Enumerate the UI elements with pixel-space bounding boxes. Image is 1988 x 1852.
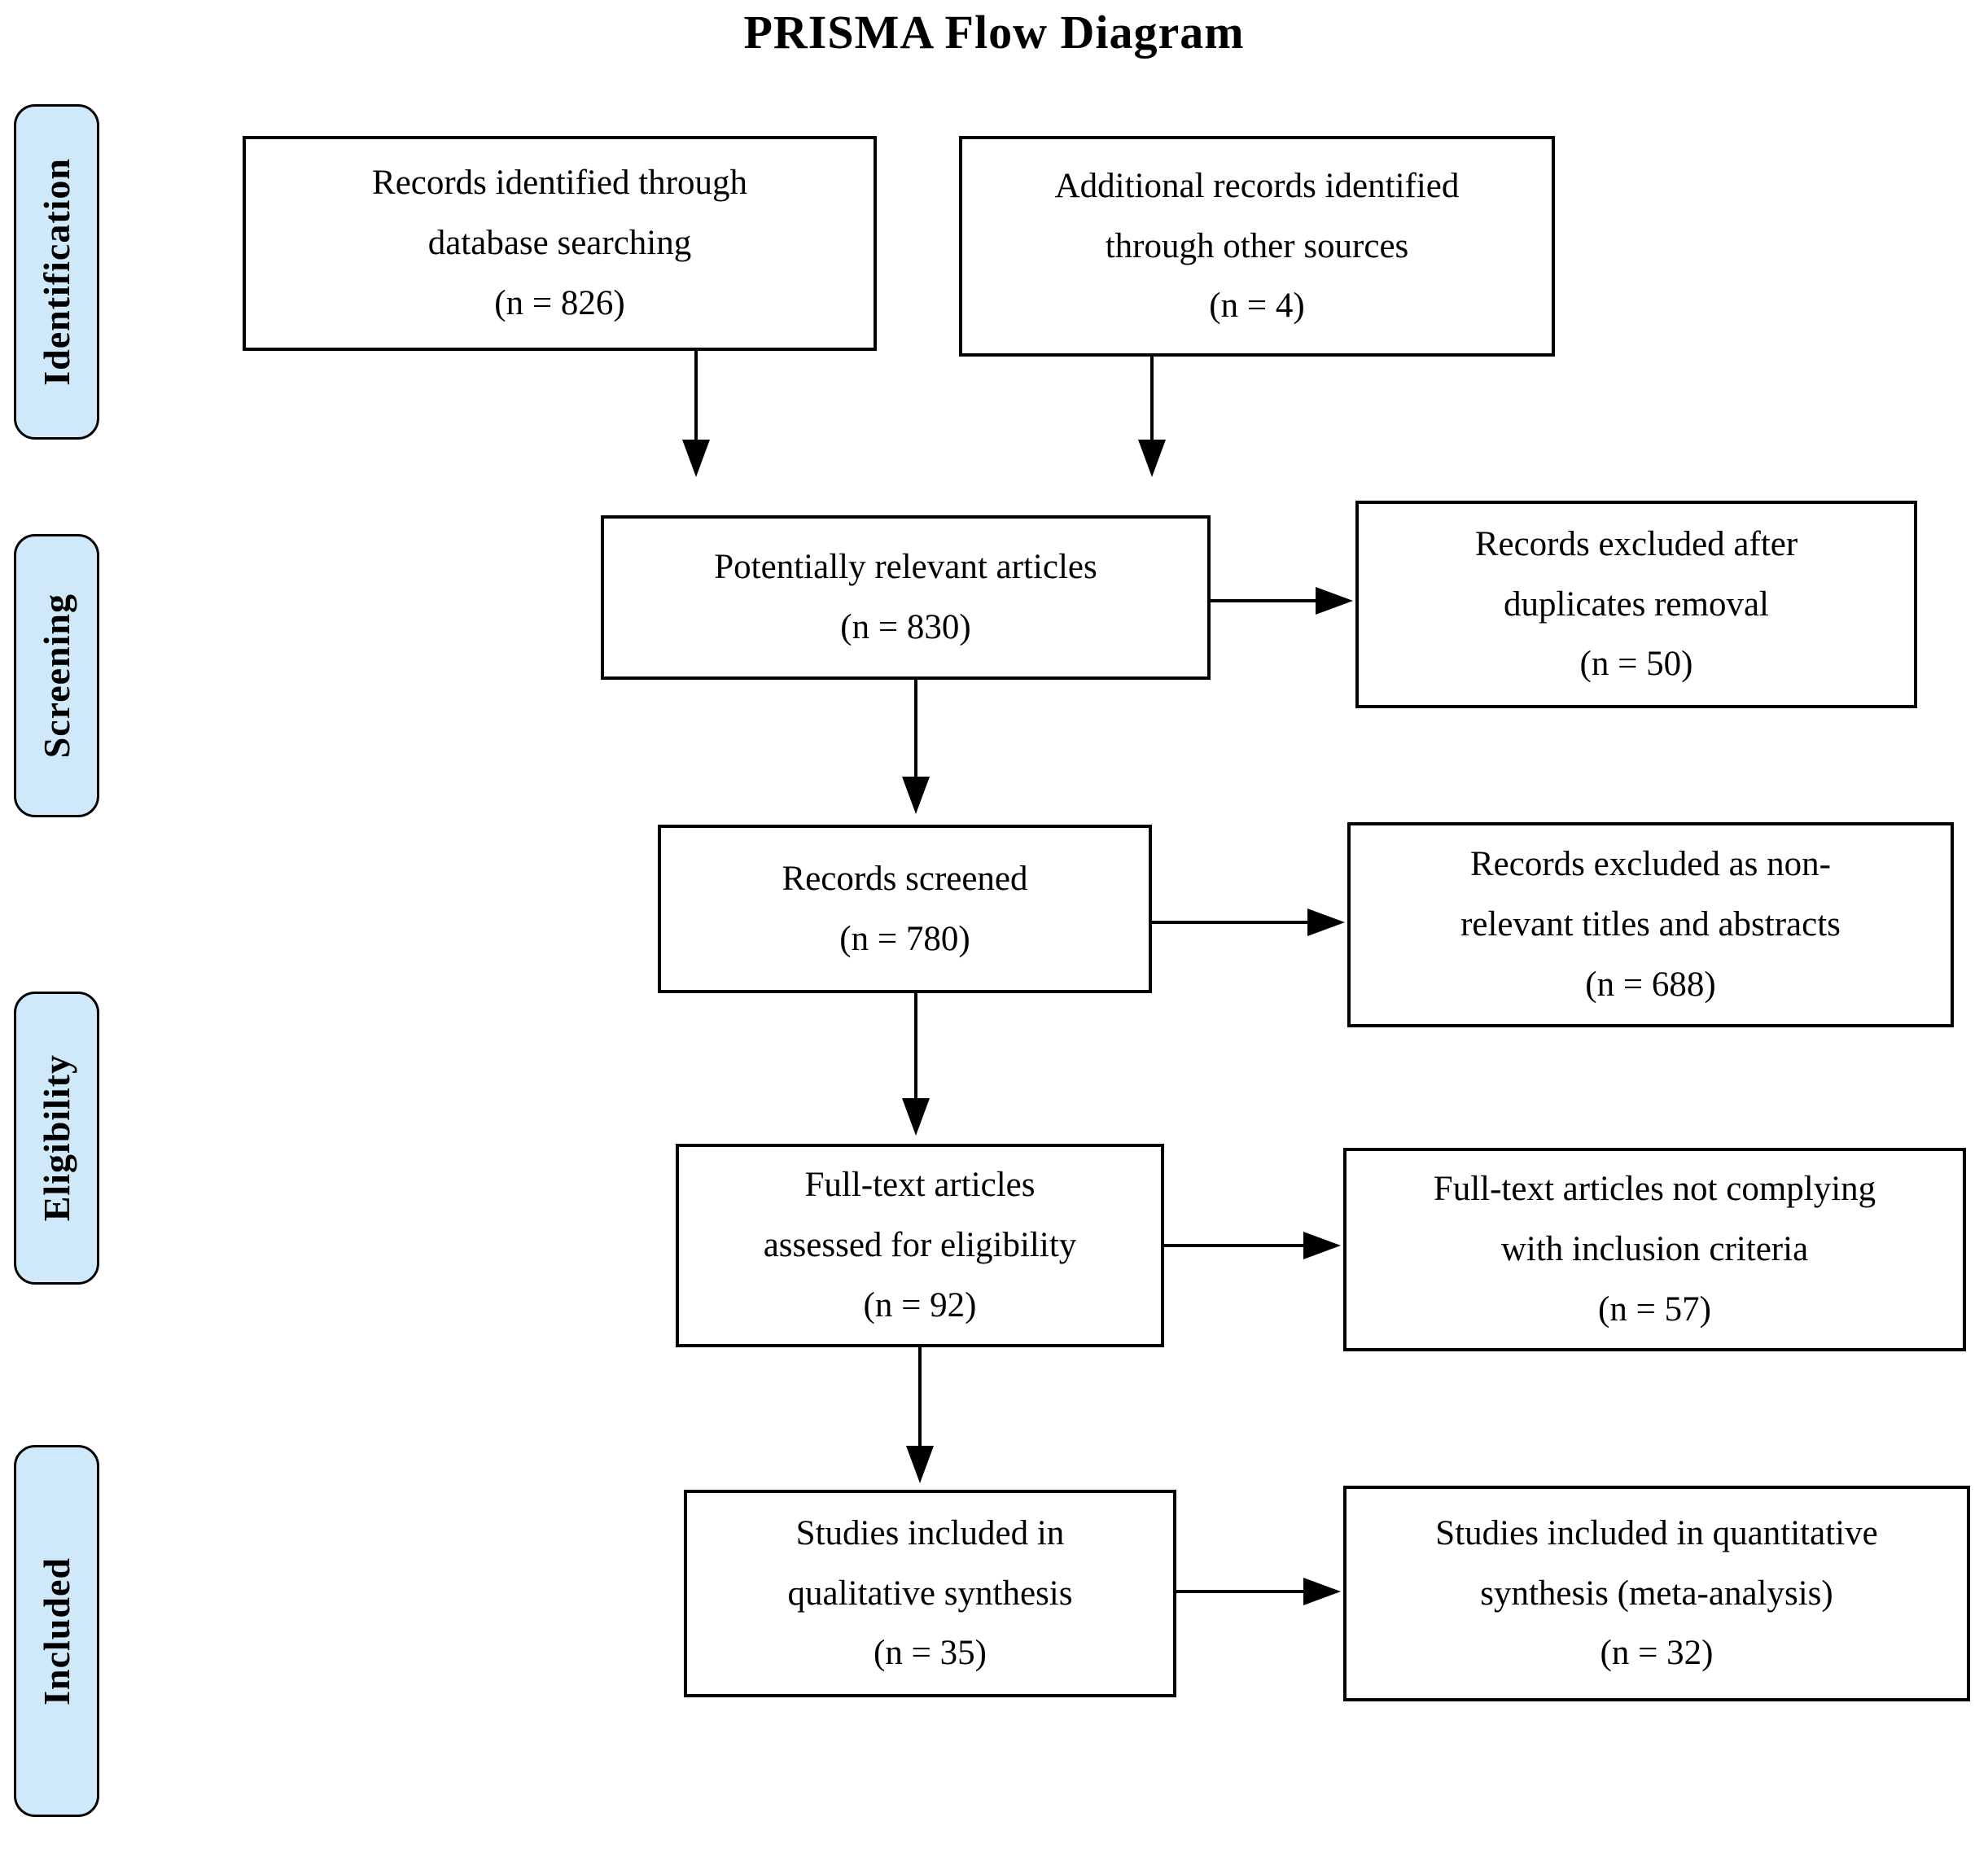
stage-screening: Screening	[14, 534, 99, 817]
stage-included-label: Included	[36, 1556, 77, 1705]
arrow-relevant-down-head	[902, 777, 930, 814]
arrow-screened-down-line	[914, 993, 917, 1099]
box-qualitative-synthesis-text: Studies included in qualitative synthesi…	[787, 1513, 1073, 1673]
arrow-screened-right-line	[1152, 921, 1308, 924]
box-records-identified-text: Records identified through database sear…	[372, 164, 747, 322]
box-records-screened-text: Records screened (n = 780)	[782, 859, 1028, 958]
box-records-screened: Records screened (n = 780)	[658, 825, 1152, 993]
stage-identification: Identification	[14, 104, 99, 440]
page-title: PRISMA Flow Diagram	[743, 6, 1245, 59]
box-additional-records: Additional records identified through ot…	[959, 136, 1555, 357]
box-fulltext-excluded-text: Full-text articles not complying with in…	[1433, 1170, 1876, 1329]
arrow-relevant-right-line	[1211, 599, 1316, 602]
box-quantitative-synthesis: Studies included in quantitative synthes…	[1343, 1486, 1970, 1701]
arrow-relevant-down-line	[914, 680, 917, 777]
arrow-assessed-right-line	[1164, 1244, 1304, 1247]
stage-eligibility-label: Eligibility	[36, 1054, 77, 1222]
arrow-qualitative-right-line	[1176, 1590, 1304, 1593]
box-fulltext-assessed-text: Full-text articles assessed for eligibil…	[763, 1166, 1077, 1324]
arrow-assessed-down-head	[906, 1446, 934, 1483]
stage-screening-label: Screening	[36, 593, 77, 759]
stage-included: Included	[14, 1445, 99, 1817]
arrow-additional-down-head	[1138, 440, 1166, 477]
box-fulltext-excluded: Full-text articles not complying with in…	[1343, 1148, 1966, 1351]
box-duplicates-removed: Records excluded after duplicates remova…	[1355, 501, 1917, 708]
box-potentially-relevant: Potentially relevant articles (n = 830)	[601, 515, 1211, 680]
box-additional-records-text: Additional records identified through ot…	[1054, 166, 1460, 326]
arrow-screened-down-head	[902, 1098, 930, 1136]
box-nonrelevant-excluded: Records excluded as non- relevant titles…	[1347, 822, 1954, 1027]
arrow-assessed-down-line	[918, 1347, 922, 1447]
stage-identification-label: Identification	[36, 158, 77, 386]
arrow-qualitative-right-head	[1303, 1578, 1341, 1605]
arrow-screened-right-head	[1307, 908, 1345, 936]
box-quantitative-synthesis-text: Studies included in quantitative synthes…	[1435, 1513, 1878, 1673]
arrow-additional-down-line	[1150, 357, 1154, 440]
arrow-assessed-right-head	[1303, 1232, 1341, 1259]
stage-eligibility: Eligibility	[14, 992, 99, 1285]
arrow-identified-down-head	[682, 440, 710, 477]
box-nonrelevant-excluded-text: Records excluded as non- relevant titles…	[1460, 845, 1841, 1004]
box-records-identified: Records identified through database sear…	[243, 136, 877, 351]
box-duplicates-removed-text: Records excluded after duplicates remova…	[1474, 524, 1798, 684]
box-qualitative-synthesis: Studies included in qualitative synthesi…	[684, 1490, 1176, 1697]
box-fulltext-assessed: Full-text articles assessed for eligibil…	[676, 1144, 1164, 1347]
arrow-identified-down-line	[694, 351, 698, 440]
arrow-relevant-right-head	[1316, 587, 1353, 615]
box-potentially-relevant-text: Potentially relevant articles (n = 830)	[714, 548, 1097, 646]
